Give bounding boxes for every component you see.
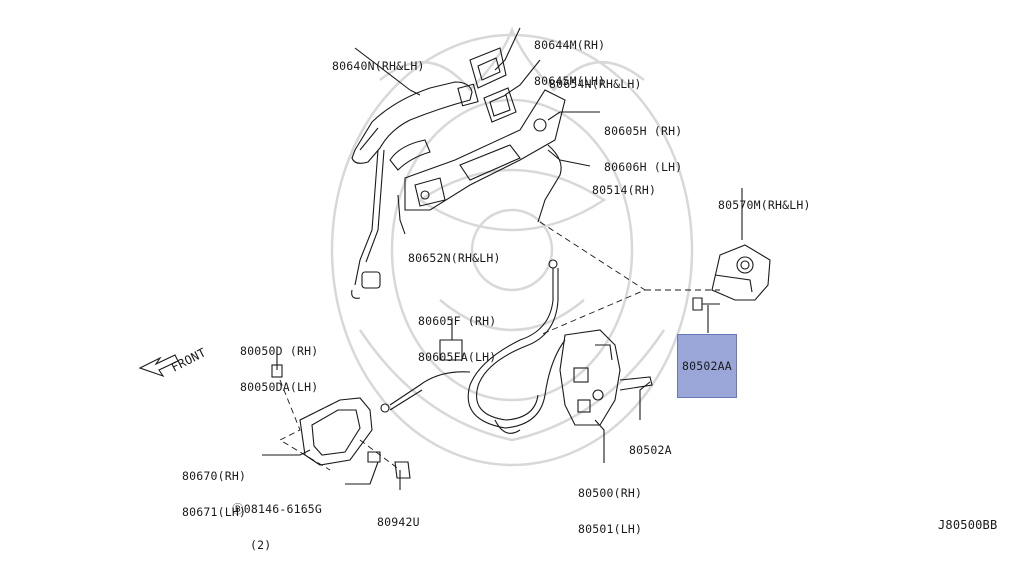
callout-80502a: 80502A [629,443,672,457]
front-arrow-icon [138,354,179,378]
callout-80654n: 80654N(RH&LH) [549,77,642,91]
striker-screw-part [692,297,720,311]
lock-cable-part [380,259,566,434]
drawing-id: J80500BB [938,518,998,532]
exploded-view-drawing [138,26,771,490]
handle-bracket-part [389,89,566,211]
outside-handle-part [351,81,479,299]
parts-diagram: FRONT 80640N(RH&LH) 80644M(RH) 80645M(LH… [138,26,997,551]
door-lock-actuator-part [559,329,653,426]
gasket-part [483,87,517,123]
callout-80570m: 80570M(RH&LH) [718,198,811,212]
striker-part [711,244,771,301]
callout-80652n: 80652N(RH&LH) [408,251,501,265]
callout-80640n: 80640N(RH&LH) [332,59,425,73]
callout-80500: 80500(RH) 80501(LH) [578,486,643,536]
rod-part [537,144,562,223]
callout-80502aa-highlighted[interactable]: 80502AA [677,334,737,398]
callout-80050d: 80050D (RH) 80050DA(LH) [240,344,319,394]
escutcheon-part [469,47,507,89]
callout-80644m: 80644M(RH) 80645M(LH) [534,38,606,88]
callout-80514: 80514(RH) [592,183,657,197]
callout-80605f: 80605F (RH) 80605FA(LH) [418,314,497,364]
inside-handle-part [271,364,411,479]
callout-08146: Ⓑ08146-6165G (2) [232,502,323,552]
callout-80942u: 80942U [377,515,420,529]
callout-80605h: 80605H (RH) 80606H (LH) [604,124,683,174]
